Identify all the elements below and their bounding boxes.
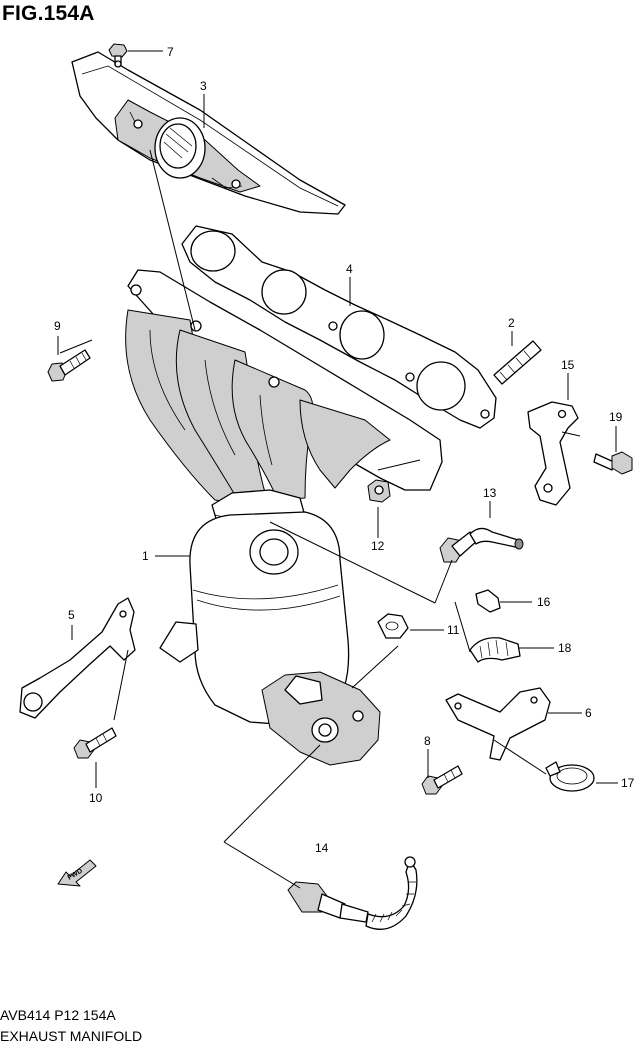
bolt-19-part: [593, 451, 633, 475]
clip-16-part: [475, 589, 501, 613]
footer-figure-name: EXHAUST MANIFOLD: [0, 1028, 143, 1044]
callout-4: 4: [346, 262, 353, 276]
callout-1: 1: [142, 549, 149, 563]
callout-8: 8: [424, 734, 431, 748]
footer-figure-code: AVB414 P12 154A: [0, 1007, 116, 1023]
bolt-7-part: [108, 43, 128, 68]
callout-labels: 7 3 4 2 9 1 12 13 15 19 16 11 18 6 17 8 …: [54, 45, 635, 855]
oxygen-sensor-13-part: [439, 527, 524, 563]
bracket-15-part: [527, 401, 579, 506]
callout-5: 5: [68, 608, 75, 622]
leader-lines: [57, 50, 618, 889]
callout-3: 3: [200, 79, 207, 93]
callout-11: 11: [447, 623, 460, 637]
bracket-5-part: [19, 597, 136, 719]
manifold-gasket-part: [181, 225, 497, 429]
bracket-6-part: [445, 687, 551, 761]
clamp-17-part: [545, 761, 595, 792]
callout-13: 13: [483, 486, 497, 500]
fwd-arrow-icon: FWD: [57, 859, 97, 887]
callout-19: 19: [609, 410, 623, 424]
callout-17: 17: [621, 776, 635, 790]
callout-9: 9: [54, 319, 61, 333]
oxygen-sensor-14-part: [287, 856, 418, 930]
callout-12: 12: [371, 539, 385, 553]
callout-16: 16: [537, 595, 551, 609]
callout-18: 18: [558, 641, 572, 655]
exhaust-manifold-part: [125, 269, 443, 766]
figure-title: FIG.154A: [2, 2, 95, 25]
callout-14: 14: [315, 841, 329, 855]
bolt-10-part: [73, 727, 117, 759]
nut-11-part: [377, 613, 409, 639]
callout-15: 15: [561, 358, 575, 372]
callout-2: 2: [508, 316, 515, 330]
callout-7: 7: [167, 45, 174, 59]
bolt-8-part: [421, 765, 463, 795]
callout-10: 10: [89, 791, 103, 805]
clamp-18-part: [469, 637, 521, 663]
nut-12-part: [367, 479, 391, 503]
heat-shield-part: [71, 51, 346, 215]
bolt-9-part: [47, 349, 91, 382]
stud-2-part: [493, 340, 542, 385]
callout-6: 6: [585, 706, 592, 720]
